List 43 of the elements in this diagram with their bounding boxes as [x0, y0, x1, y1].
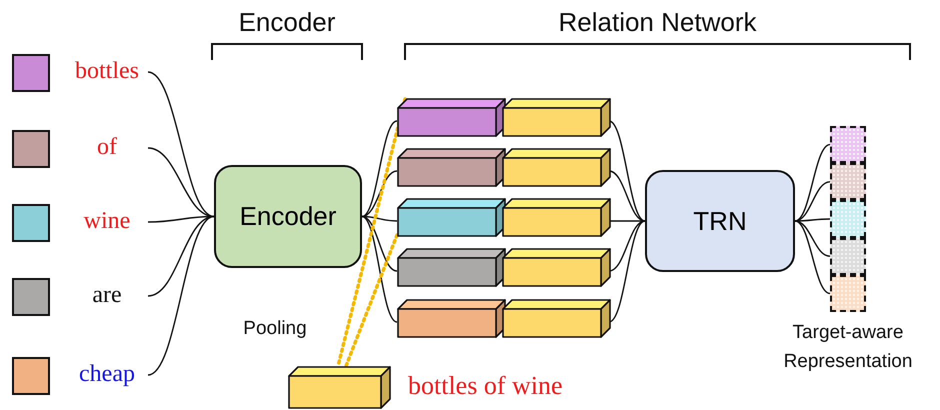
- connector: [362, 216, 398, 323]
- connector: [609, 220, 645, 222]
- word-label: of: [66, 133, 148, 161]
- embedding-bar: [502, 148, 611, 187]
- connector: [794, 220, 830, 257]
- module-box: Encoder: [214, 165, 362, 268]
- embedding-bar: [502, 198, 611, 237]
- representation-cell: [830, 163, 866, 200]
- embedding-bar: [288, 366, 391, 409]
- representation-cell: [830, 200, 866, 238]
- word-label: bottles: [66, 57, 148, 85]
- embedding-bar: [397, 248, 506, 287]
- connector: [148, 216, 214, 376]
- connector: [795, 218, 830, 222]
- embedding-bar: [502, 299, 611, 338]
- representation-cell: [830, 274, 866, 312]
- caption-text: Target-aware Representation: [782, 321, 914, 374]
- embedding-bar: [502, 98, 611, 137]
- connector: [362, 170, 398, 218]
- caption-text: Pooling: [242, 317, 308, 341]
- module-box: TRN: [645, 170, 795, 272]
- representation-cell: [830, 126, 866, 164]
- connector: [362, 120, 398, 218]
- embedding-bar: [397, 299, 506, 338]
- section-title: Encoder: [238, 6, 336, 39]
- connector: [362, 216, 398, 222]
- word-label: are: [66, 281, 148, 309]
- connector: [362, 216, 398, 272]
- connector: [794, 181, 830, 222]
- representation-cell: [830, 238, 866, 275]
- embedding-bar: [397, 198, 506, 237]
- pooling-line: [344, 233, 399, 368]
- connector: [794, 144, 830, 222]
- section-title: Relation Network: [558, 6, 758, 39]
- embedding-bar: [397, 148, 506, 187]
- word-label: wine: [66, 207, 148, 235]
- connector: [148, 147, 214, 218]
- connector: [794, 220, 830, 294]
- bar-caption: bottles of wine: [408, 370, 563, 402]
- connector: [148, 216, 214, 297]
- word-label: cheap: [66, 360, 148, 388]
- embedding-bar: [502, 248, 611, 287]
- embedding-bar: [397, 98, 506, 137]
